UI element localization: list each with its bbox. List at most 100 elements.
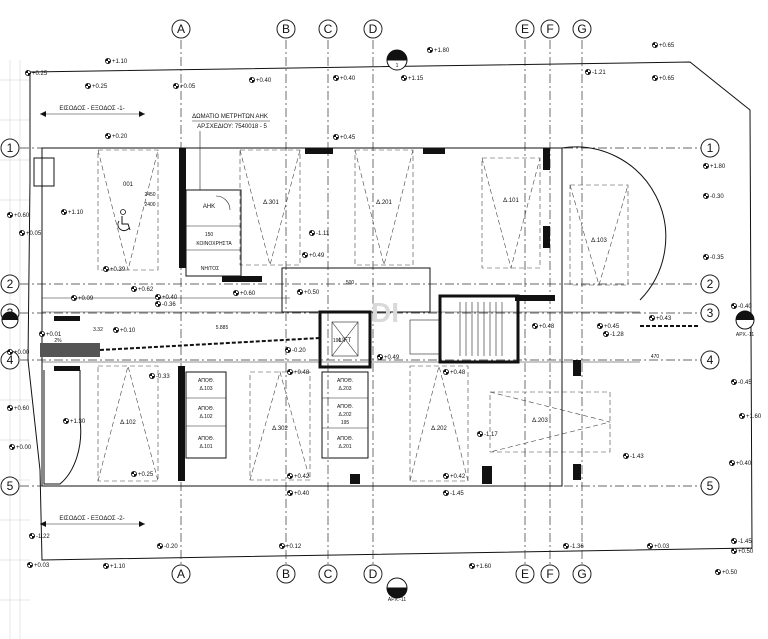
level-value: +1.10 (68, 210, 84, 216)
koinoxrista-label: ΚΟΙΝΟΧΡΗΣΤΑ (196, 241, 232, 247)
dim-195: 195 (341, 420, 350, 426)
storage-left: ΑΠΟΘ. Δ.103 ΑΠΟΘ. Δ.102 ΑΠΟΘ. Δ.101 (185, 371, 227, 459)
dim-470: 470 (651, 354, 660, 360)
grid-label: 4 (707, 353, 714, 367)
room-a203: Δ.203 (532, 418, 548, 424)
level-symbol-fill (287, 490, 293, 496)
section-sheet: ΑΡΧ.-11 (388, 597, 406, 603)
level-value: +0.42 (450, 474, 466, 480)
dim-150: 150 (205, 232, 214, 238)
grid-bubble-top-a: A (171, 19, 191, 39)
dim-5885: 5.885 (216, 325, 229, 331)
level-marker: -1.17 (476, 430, 498, 438)
level-value: -0.36 (162, 302, 176, 308)
storage-title: ΑΠΟΘ. (337, 436, 353, 442)
grid-label: F (546, 22, 553, 36)
room-a103: Δ.103 (591, 238, 607, 244)
level-symbol-fill (25, 70, 31, 76)
level-marker: +0.42 (442, 472, 466, 480)
grid-label: A (177, 22, 185, 36)
level-value: +0.12 (286, 544, 302, 550)
grid-bubble-right-4: 4 (700, 350, 720, 370)
level-marker: +0.40 (729, 459, 752, 467)
dim-2450: 2450 (144, 192, 155, 198)
level-marker: +0.25 (130, 470, 154, 478)
level-marker: +0.50 (296, 288, 320, 296)
level-marker: +0.40 (286, 489, 310, 497)
grid-bubble-left-4: 4 (0, 350, 20, 370)
level-value: +0.39 (110, 267, 126, 273)
level-symbol-fill (7, 212, 13, 218)
level-value: +1.10 (110, 564, 126, 570)
level-symbol-fill (61, 209, 67, 215)
grid-label: 1 (707, 141, 714, 155)
level-value: -1.45 (738, 539, 752, 545)
level-marker: +0.03 (647, 543, 670, 550)
level-value: +0.25 (92, 84, 108, 90)
columns (54, 148, 581, 484)
level-value: +1.10 (112, 59, 128, 65)
level-value: -1.22 (36, 534, 50, 540)
left-entrance (33, 157, 82, 485)
level-symbol-fill (131, 286, 137, 292)
level-symbol-fill (105, 58, 111, 64)
nh-label: ΝΗ/ΤΟΣ (201, 266, 220, 272)
level-symbol-fill (297, 289, 303, 295)
level-symbol-fill (739, 413, 745, 419)
level-value: +0.40 (340, 76, 356, 82)
level-symbol-fill (585, 69, 591, 75)
accessible-icon (117, 209, 131, 232)
level-symbol-fill (715, 569, 721, 575)
grid-bubble-bottom-d: D (363, 564, 383, 584)
level-value: -0.40 (738, 304, 752, 310)
level-value: +1.15 (408, 76, 424, 82)
grid-bubble-right-3: 3 (700, 303, 720, 323)
section-marker-left (1, 311, 19, 329)
level-symbol-fill (703, 254, 709, 260)
level-value: -0.33 (156, 374, 170, 380)
room-a202: Δ.202 (431, 426, 447, 432)
grid-label: 3 (707, 306, 714, 320)
level-value: -1.43 (630, 454, 644, 460)
level-value: +0.00 (16, 445, 32, 451)
level-value: +1.60 (746, 414, 762, 420)
grid-label: F (546, 567, 553, 581)
level-symbol-fill (401, 75, 407, 81)
grid-label: E (521, 567, 529, 581)
level-marker: +1.10 (103, 563, 126, 570)
level-marker: +0.10 (113, 326, 136, 334)
level-symbol-fill (309, 230, 315, 236)
grid-label: 1 (7, 141, 14, 155)
level-symbol-fill (469, 563, 475, 569)
room-a201: Δ.201 (376, 200, 392, 206)
level-marker: -1.43 (623, 452, 644, 460)
level-marker: +0.03 (26, 562, 50, 569)
level-marker: -1.28 (603, 330, 624, 338)
level-marker: +0.25 (85, 83, 108, 90)
level-symbol-fill (155, 301, 161, 307)
level-value: +0.48 (539, 324, 555, 330)
grid-label: C (324, 22, 333, 36)
level-symbol-fill (103, 266, 109, 272)
level-symbol-fill (279, 543, 285, 549)
level-marker: +0.00 (8, 443, 32, 451)
level-value: -1.11 (316, 231, 330, 237)
level-symbol-fill (233, 290, 239, 296)
level-symbol-fill (157, 543, 163, 549)
grid-bubble-bottom-e: E (515, 564, 535, 584)
storage-label: Δ.102 (199, 414, 212, 420)
section-number: 1 (396, 63, 399, 69)
level-marker: +0.50 (715, 569, 738, 576)
level-marker: +0.05 (172, 83, 196, 90)
level-marker: +1.80 (703, 162, 726, 170)
level-marker: +0.49 (301, 251, 325, 259)
level-marker: +0.45 (597, 322, 620, 330)
level-marker: +0.50 (731, 548, 754, 555)
level-symbol-fill (703, 163, 709, 169)
level-value: +0.60 (240, 291, 256, 297)
level-symbol-fill (287, 369, 293, 375)
level-marker: +0.43 (649, 314, 672, 322)
level-marker: +0.09 (71, 294, 94, 302)
level-marker: +1.15 (400, 75, 424, 82)
level-value: +1.30 (70, 419, 86, 425)
